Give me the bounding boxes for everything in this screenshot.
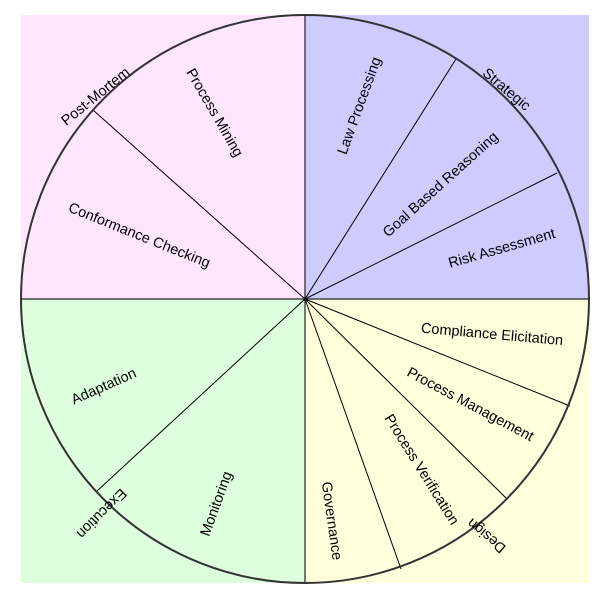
quadrant-execution-bg xyxy=(21,299,305,583)
divider-execution xyxy=(96,298,306,492)
divider-design-2 xyxy=(304,298,508,500)
quadrant-strategic-bg xyxy=(305,15,589,299)
divider-design-1 xyxy=(304,298,571,407)
divider-post-mortem xyxy=(92,109,306,300)
divider-design-3 xyxy=(304,298,402,570)
divider-strategic-1 xyxy=(304,58,457,300)
quadrant-post-mortem-bg xyxy=(21,15,305,299)
divider-strategic-2 xyxy=(304,172,558,300)
wheel-rim xyxy=(20,14,590,584)
